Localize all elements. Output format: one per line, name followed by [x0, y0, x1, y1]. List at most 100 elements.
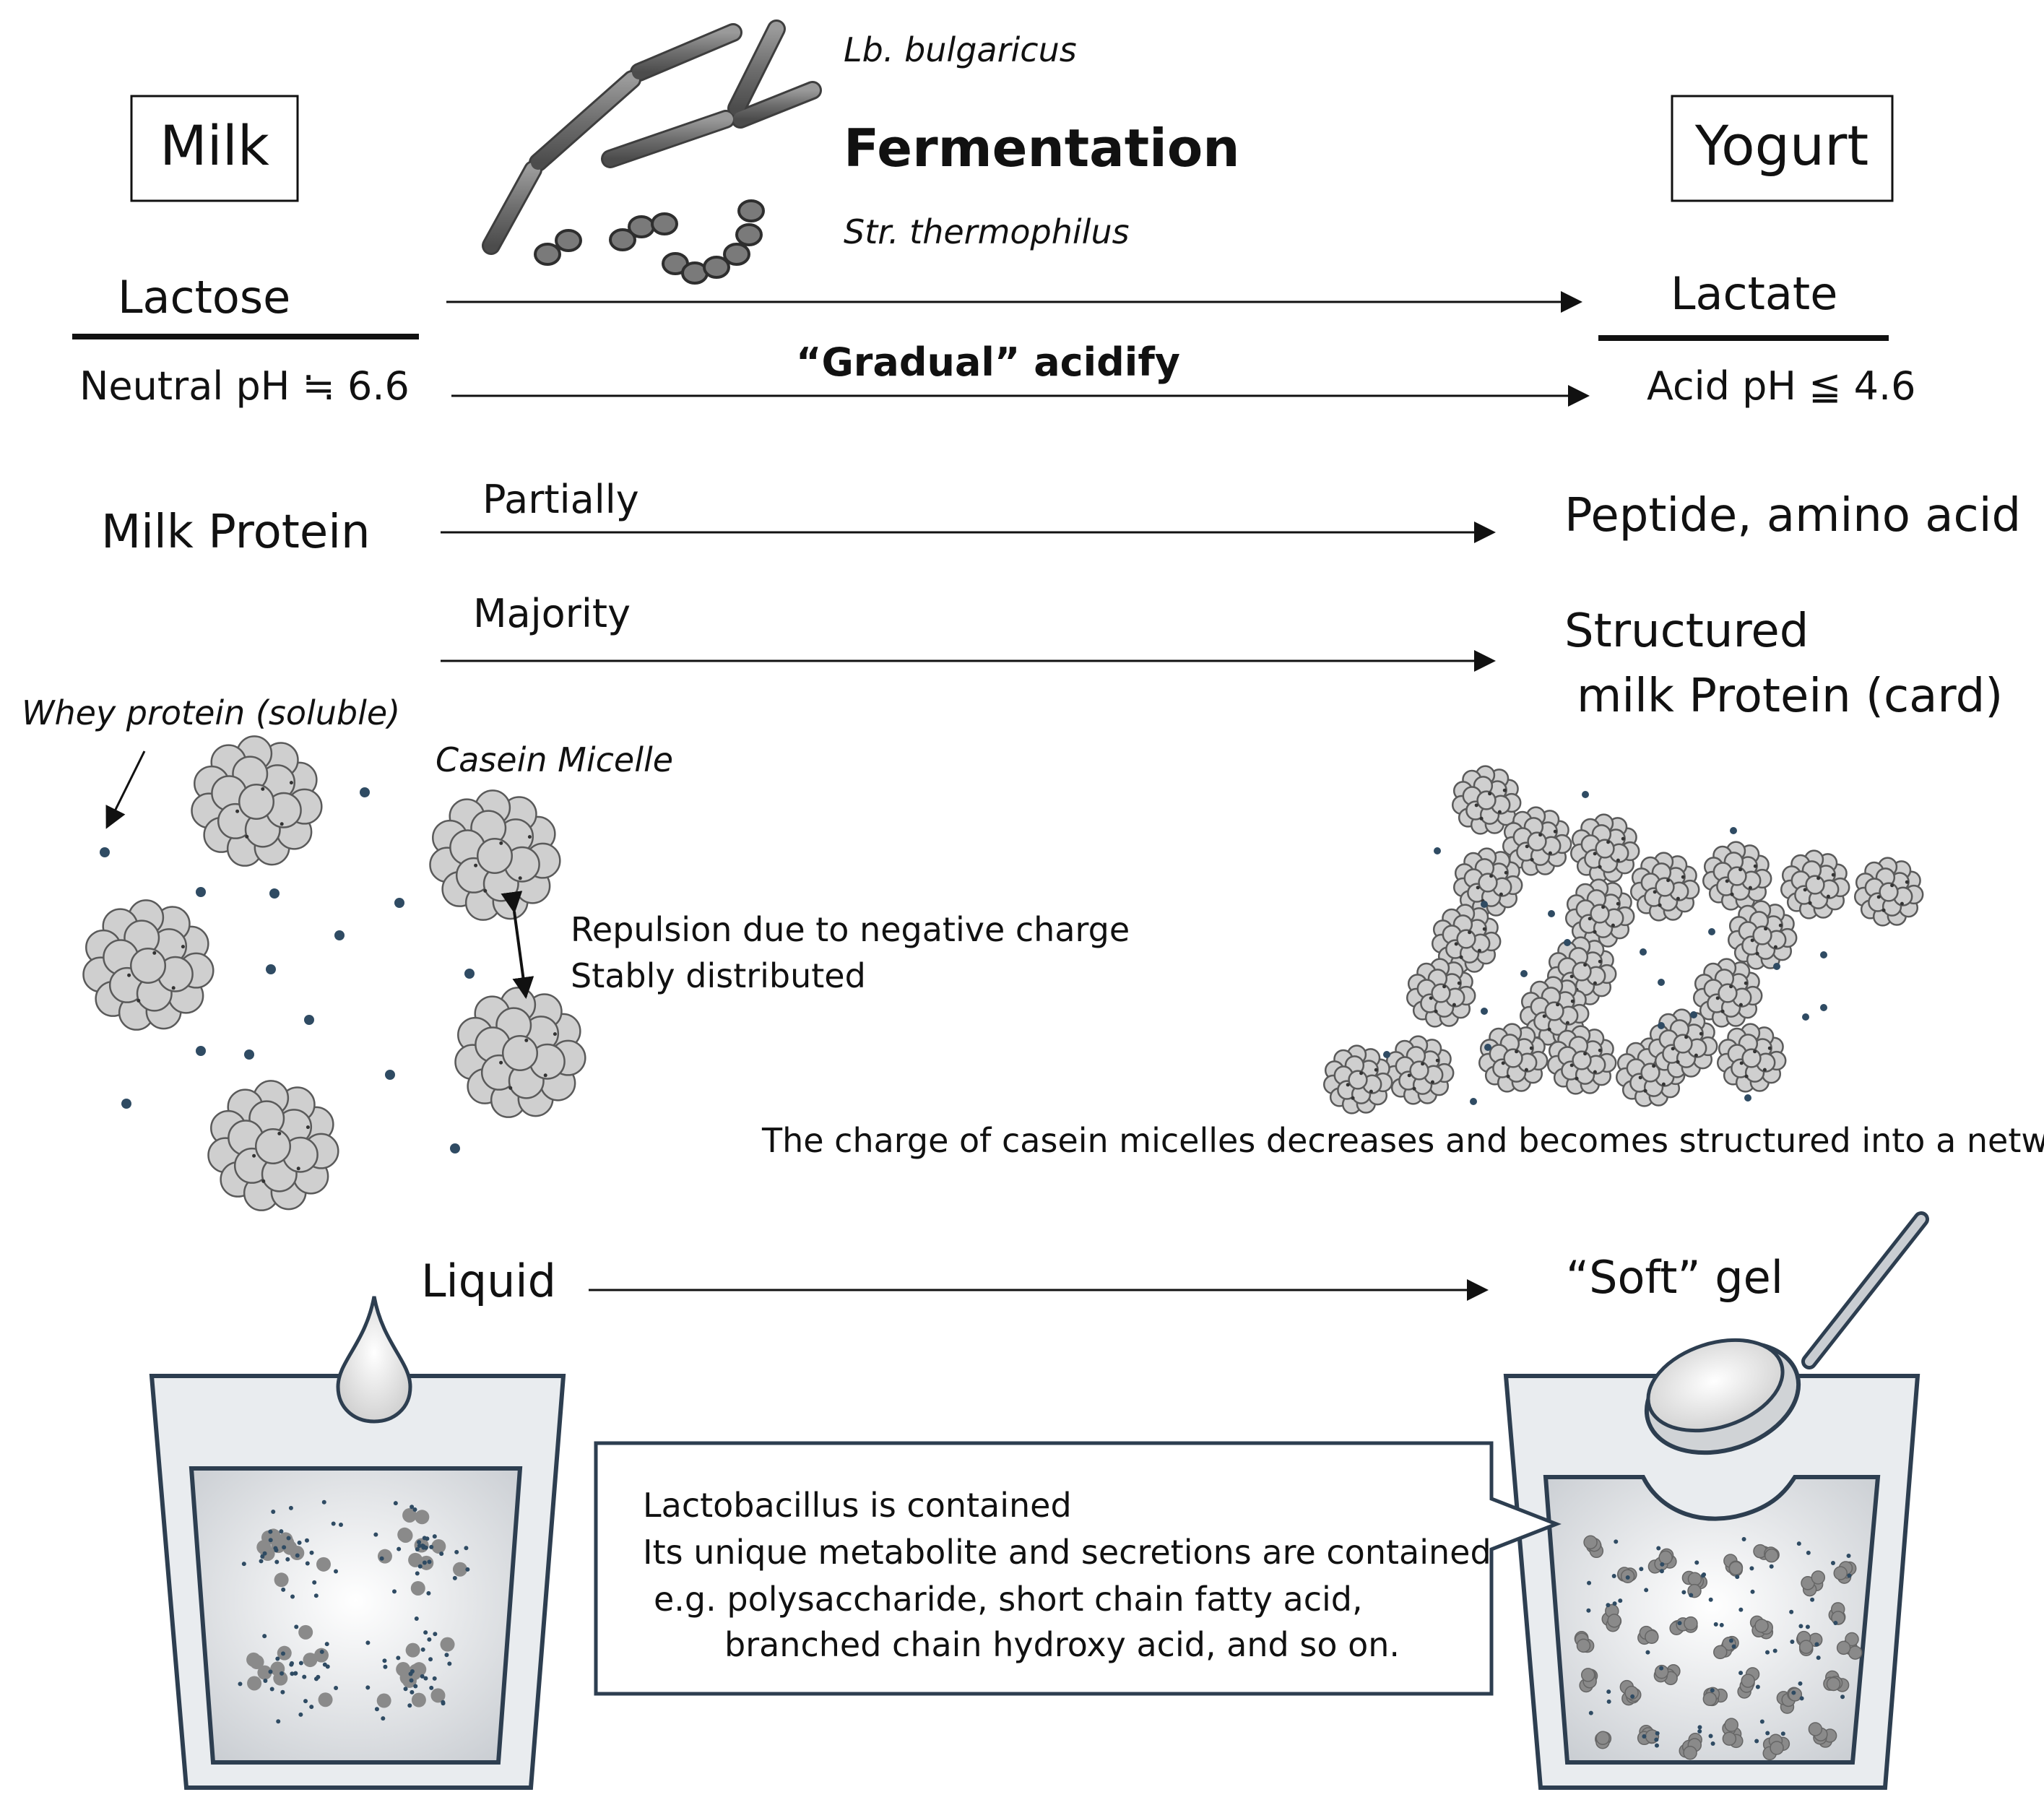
casein-micelle	[1431, 904, 1502, 974]
yogurt-cup	[1503, 1374, 1920, 1790]
protein-dot	[1802, 1013, 1809, 1021]
whey-protein-label: Whey protein (soluble)	[22, 693, 400, 732]
protein-dot	[121, 1099, 131, 1109]
acid-ph-label: Acid pH ≦ 4.6	[1647, 363, 1915, 409]
protein-dot	[360, 787, 370, 797]
casein-micelle	[1384, 1035, 1455, 1105]
protein-dot	[1658, 1022, 1665, 1029]
milk-box	[130, 95, 299, 202]
casein-micelle	[207, 1080, 339, 1211]
casein-micelle	[1478, 1023, 1549, 1093]
whey-protein-dots	[100, 787, 475, 1153]
protein-dot	[1484, 1044, 1491, 1051]
network-dots	[1383, 791, 1827, 1105]
protein-dot	[1640, 948, 1647, 956]
protein-dot	[1564, 939, 1571, 946]
repulsion-line2: Stably distributed	[571, 956, 866, 995]
protein-dot	[1481, 1008, 1488, 1015]
protein-dot	[464, 969, 475, 979]
partially-label: Partially	[482, 477, 639, 522]
network-caption: The charge of casein micelles decreases …	[761, 1121, 2044, 1160]
neutral-ph-label: Neutral pH ≒ 6.6	[79, 363, 410, 409]
structured-line2: milk Protein (card)	[1577, 670, 2003, 723]
protein-dot	[1820, 951, 1827, 958]
yogurt-label: Yogurt	[1694, 113, 1868, 178]
gradual-acidify-label: “Gradual” acidify	[796, 339, 1180, 385]
casein-micelle	[1853, 857, 1924, 927]
protein-dot	[1820, 1004, 1827, 1011]
casein-micelle-label: Casein Micelle	[436, 740, 673, 779]
protein-dot	[394, 898, 404, 908]
protein-dot	[385, 1070, 395, 1080]
casein-micelle	[1702, 841, 1772, 911]
protein-dot	[196, 887, 206, 897]
casein-micelle	[1564, 878, 1635, 948]
protein-dot	[1708, 928, 1715, 935]
casein-micelle	[1406, 958, 1476, 1028]
casein-micelle	[1452, 847, 1523, 917]
yogurt-box	[1671, 95, 1894, 202]
bacteria-cocci-icon	[534, 199, 765, 285]
protein-dot	[1690, 1011, 1697, 1018]
protein-dot	[1744, 1094, 1751, 1101]
bacteria-rods-icon	[482, 20, 822, 255]
repulsion-line1: Repulsion due to negative charge	[571, 910, 1130, 949]
callout-line4: branched chain hydroxy acid, and so on.	[724, 1625, 1400, 1664]
protein-dot	[269, 888, 280, 899]
casein-micelle	[1780, 849, 1850, 919]
callout-line1: Lactobacillus is contained	[643, 1486, 1072, 1525]
peptide-label: Peptide, amino acid	[1564, 489, 2021, 542]
protein-dot	[1470, 1098, 1477, 1105]
protein-dot	[266, 964, 276, 974]
lactate-label: Lactate	[1671, 267, 1837, 320]
casein-micelle	[1716, 1023, 1787, 1093]
soft-gel-label: “Soft” gel	[1566, 1251, 1783, 1304]
lactose-label: Lactose	[118, 271, 290, 324]
casein-micelle	[1647, 1008, 1718, 1078]
droplet-icon	[336, 1296, 412, 1424]
milk-label: Milk	[160, 113, 269, 178]
casein-micelle	[82, 899, 215, 1031]
protein-dot	[1730, 827, 1737, 834]
str-thermophilus-label: Str. thermophilus	[844, 212, 1130, 251]
protein-dot	[1548, 910, 1555, 917]
casein-micelle	[1502, 806, 1572, 876]
lb-bulgaricus-label: Lb. bulgaricus	[844, 30, 1077, 69]
casein-micelles-dispersed	[82, 735, 586, 1211]
protein-dot	[1383, 1051, 1390, 1058]
milk-cup	[149, 1374, 566, 1790]
casein-micelle	[429, 789, 561, 921]
structured-line1: Structured	[1564, 605, 1809, 658]
callout-line2: Its unique metabolite and secretions are…	[643, 1533, 1491, 1572]
protein-dot	[304, 1015, 314, 1025]
milk-protein-label: Milk Protein	[101, 506, 371, 559]
casein-micelle	[1569, 813, 1640, 883]
casein-micelle	[191, 735, 323, 867]
protein-dot	[1773, 963, 1780, 970]
protein-dot	[1582, 791, 1589, 798]
spoon-icon	[1644, 1211, 1929, 1455]
protein-dot	[450, 1143, 460, 1153]
casein-micelle	[1546, 1025, 1617, 1095]
protein-dot	[244, 1049, 254, 1060]
casein-micelle	[1727, 900, 1798, 970]
protein-dot	[334, 930, 345, 940]
casein-micelle	[1692, 958, 1763, 1028]
protein-dot	[1520, 970, 1528, 977]
repulsion-arrow	[501, 891, 534, 999]
casein-micelle	[1629, 852, 1700, 922]
casein-micelle	[1451, 765, 1522, 835]
protein-dot	[1481, 901, 1488, 908]
casein-network	[1322, 765, 1924, 1114]
callout-line3: e.g. polysaccharide, short chain fatty a…	[654, 1580, 1363, 1619]
protein-dot	[1434, 847, 1441, 854]
protein-dot	[1658, 979, 1665, 986]
fermentation-label: Fermentation	[844, 118, 1240, 178]
majority-label: Majority	[473, 591, 631, 636]
whey-pointer-arrow	[105, 750, 146, 829]
liquid-label: Liquid	[421, 1255, 556, 1307]
casein-micelle	[1322, 1044, 1393, 1114]
lactobacillus-callout: Lactobacillus is contained Its unique me…	[594, 1441, 1562, 1696]
protein-dot	[196, 1046, 206, 1056]
